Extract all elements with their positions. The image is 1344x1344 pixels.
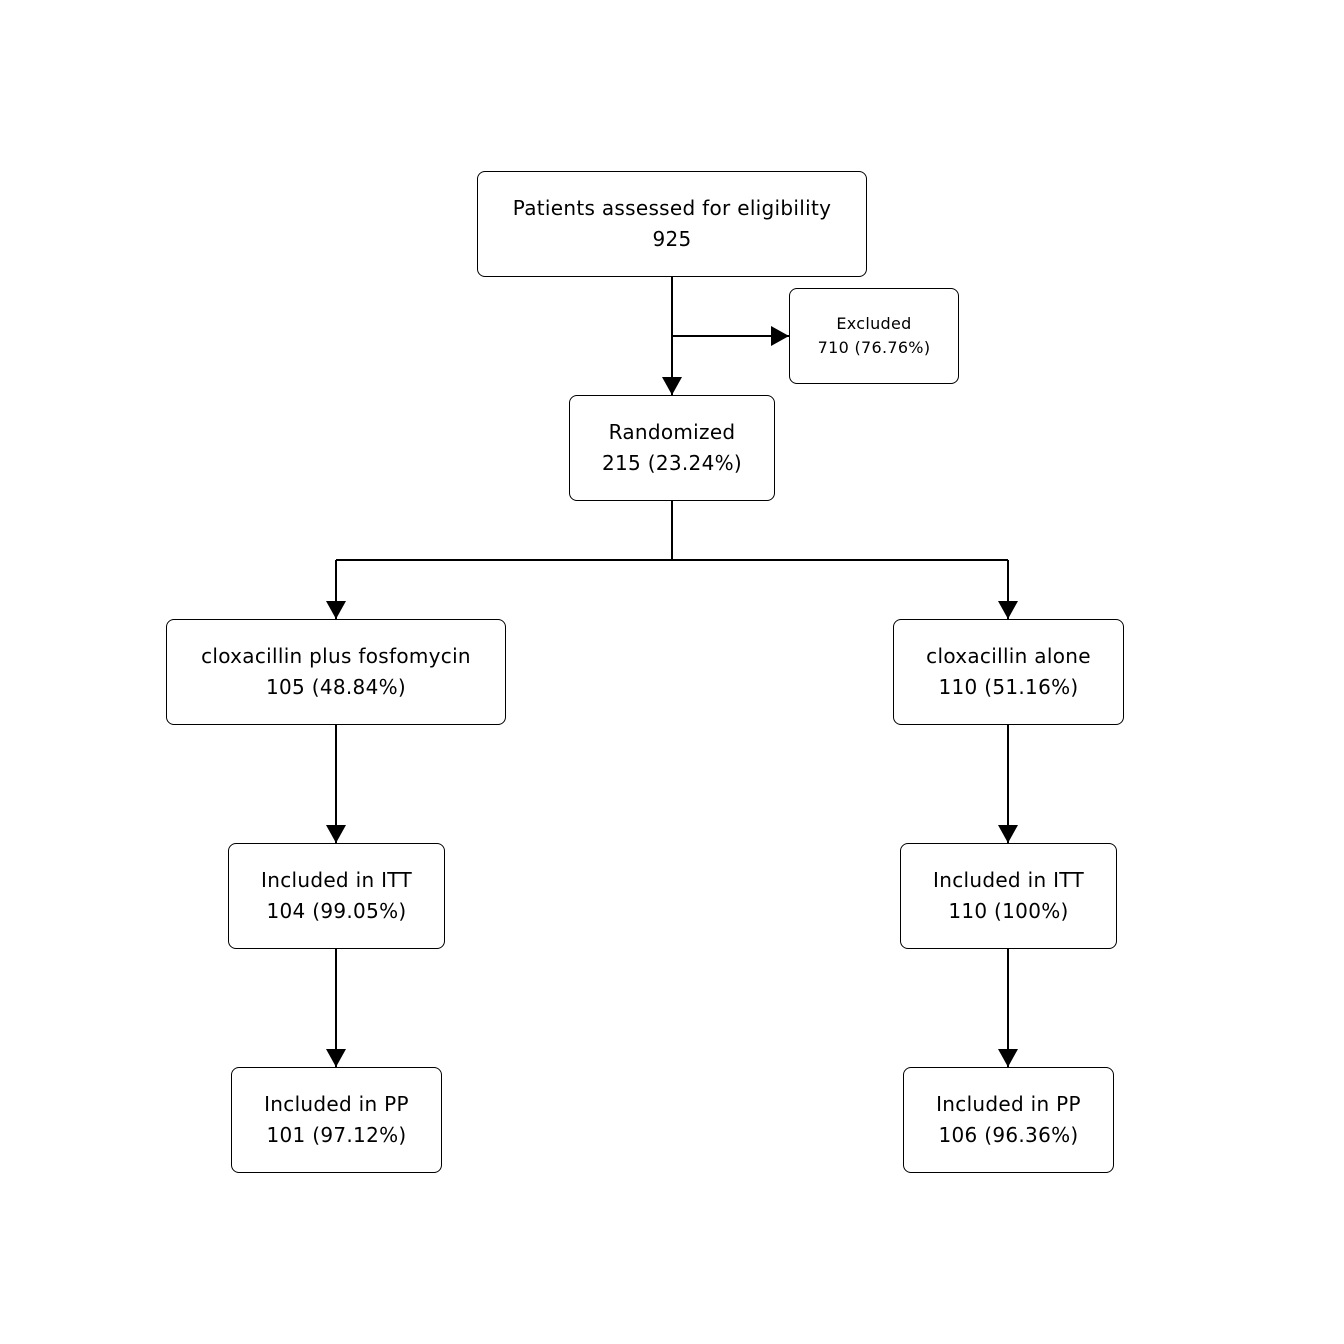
arm-count: 105 (48.84%) bbox=[266, 675, 406, 699]
randomized-count: 215 (23.24%) bbox=[602, 451, 742, 475]
pp-box-monotherapy: Included in PP 106 (96.36%) bbox=[903, 1067, 1114, 1173]
itt-label: Included in ITT bbox=[261, 868, 412, 892]
arm-box-monotherapy: cloxacillin alone 110 (51.16%) bbox=[893, 619, 1124, 725]
arrowhead-left-pp bbox=[326, 1049, 346, 1067]
excluded-box: Excluded 710 (76.76%) bbox=[789, 288, 959, 384]
arrowhead-left-itt bbox=[326, 825, 346, 843]
itt-label: Included in ITT bbox=[933, 868, 1084, 892]
itt-count: 110 (100%) bbox=[948, 899, 1069, 923]
arrowhead-right-arm bbox=[998, 601, 1018, 619]
pp-label: Included in PP bbox=[264, 1092, 409, 1116]
arrowhead-right-itt bbox=[998, 825, 1018, 843]
arrowhead-excluded bbox=[771, 326, 789, 346]
pp-count: 101 (97.12%) bbox=[266, 1123, 407, 1147]
eligibility-box: Patients assessed for eligibility 925 bbox=[477, 171, 867, 277]
randomized-label: Randomized bbox=[608, 420, 736, 444]
pp-label: Included in PP bbox=[936, 1092, 1081, 1116]
randomized-box: Randomized 215 (23.24%) bbox=[569, 395, 775, 501]
excluded-count: 710 (76.76%) bbox=[817, 338, 931, 357]
arm-label: cloxacillin plus fosfomycin bbox=[201, 644, 471, 668]
arm-count: 110 (51.16%) bbox=[938, 675, 1079, 699]
itt-box-combination: Included in ITT 104 (99.05%) bbox=[228, 843, 445, 949]
arm-label: cloxacillin alone bbox=[926, 644, 1091, 668]
pp-box-combination: Included in PP 101 (97.12%) bbox=[231, 1067, 442, 1173]
eligibility-count: 925 bbox=[652, 227, 692, 251]
eligibility-label: Patients assessed for eligibility bbox=[512, 196, 832, 220]
arm-box-combination: cloxacillin plus fosfomycin 105 (48.84%) bbox=[166, 619, 506, 725]
excluded-label: Excluded bbox=[836, 314, 912, 333]
pp-count: 106 (96.36%) bbox=[938, 1123, 1079, 1147]
arrowhead-right-pp bbox=[998, 1049, 1018, 1067]
itt-box-monotherapy: Included in ITT 110 (100%) bbox=[900, 843, 1117, 949]
itt-count: 104 (99.05%) bbox=[266, 899, 407, 923]
arrowhead-left-arm bbox=[326, 601, 346, 619]
arrowhead-randomized bbox=[662, 377, 682, 395]
